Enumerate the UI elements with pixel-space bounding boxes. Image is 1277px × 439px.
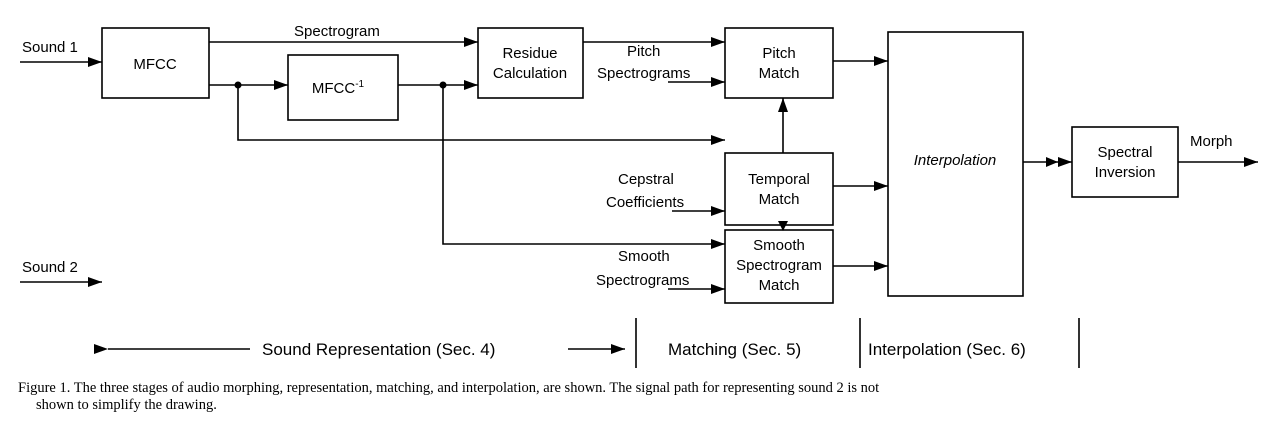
section-interpolation: Interpolation (Sec. 6) <box>868 340 1026 359</box>
pitch-spectrograms-label-line1: Pitch <box>627 43 660 60</box>
smooth-spectrograms-label-line1: Smooth <box>618 248 670 265</box>
pitch-match-line2: Match <box>759 65 800 82</box>
caption-line1: Figure 1. The three stages of audio morp… <box>18 380 880 396</box>
sound1-label: Sound 1 <box>22 39 78 56</box>
spectral-inversion-block <box>1071 126 1179 198</box>
residue-label-line2: Calculation <box>493 65 567 82</box>
cepstral-arrow <box>237 85 725 145</box>
interpolation-to-inversion-second-head <box>1046 157 1058 167</box>
smooth-match-line1: Smooth <box>753 237 805 254</box>
smooth-match-line3: Match <box>759 277 800 294</box>
residue-calculation-block <box>477 27 584 99</box>
audio-morphing-block-diagram: Sound 1 Sound 2 MFCC MFCC-1 Residue Calc… <box>20 23 1258 368</box>
temporal-match-line1: Temporal <box>748 171 810 188</box>
smooth-spectrogram-arrow <box>442 85 725 249</box>
caption-line2: shown to simplify the drawing. <box>36 397 217 413</box>
mfcc-label: MFCC <box>133 56 176 73</box>
section-matching: Matching (Sec. 5) <box>668 340 801 359</box>
pitch-match-block <box>724 27 834 99</box>
mfcc-inverse-label: MFCC-1 <box>312 79 365 97</box>
pitch-spectrograms-label-line2: Spectrograms <box>597 65 690 82</box>
interpolation-label: Interpolation <box>914 152 997 169</box>
cepstral-label-line1: Cepstral <box>618 171 674 188</box>
interpolation-block <box>887 31 1024 297</box>
smooth-spectrogram-match-block <box>724 229 834 304</box>
temporal-match-block <box>724 152 834 226</box>
cepstral-label-line2: Coefficients <box>606 194 684 211</box>
spectral-inversion-line1: Spectral <box>1097 144 1152 161</box>
sound2-label: Sound 2 <box>22 259 78 276</box>
temporal-to-smooth-arrowhead <box>778 221 788 231</box>
spectrogram-label: Spectrogram <box>294 23 380 40</box>
temporal-match-line2: Match <box>759 191 800 208</box>
mfcc-inverse-block <box>287 54 399 121</box>
figure-caption: Figure 1. The three stages of audio morp… <box>18 380 1258 414</box>
section-representation: Sound Representation (Sec. 4) <box>262 340 495 359</box>
residue-label-line1: Residue <box>502 45 557 62</box>
spectral-inversion-line2: Inversion <box>1095 164 1156 181</box>
smooth-match-line2: Spectrogram <box>736 257 822 274</box>
mfcc-block <box>101 27 210 99</box>
smooth-spectrograms-label-line2: Spectrograms <box>596 272 689 289</box>
pitch-match-line1: Pitch <box>762 45 795 62</box>
morph-label: Morph <box>1190 133 1233 150</box>
